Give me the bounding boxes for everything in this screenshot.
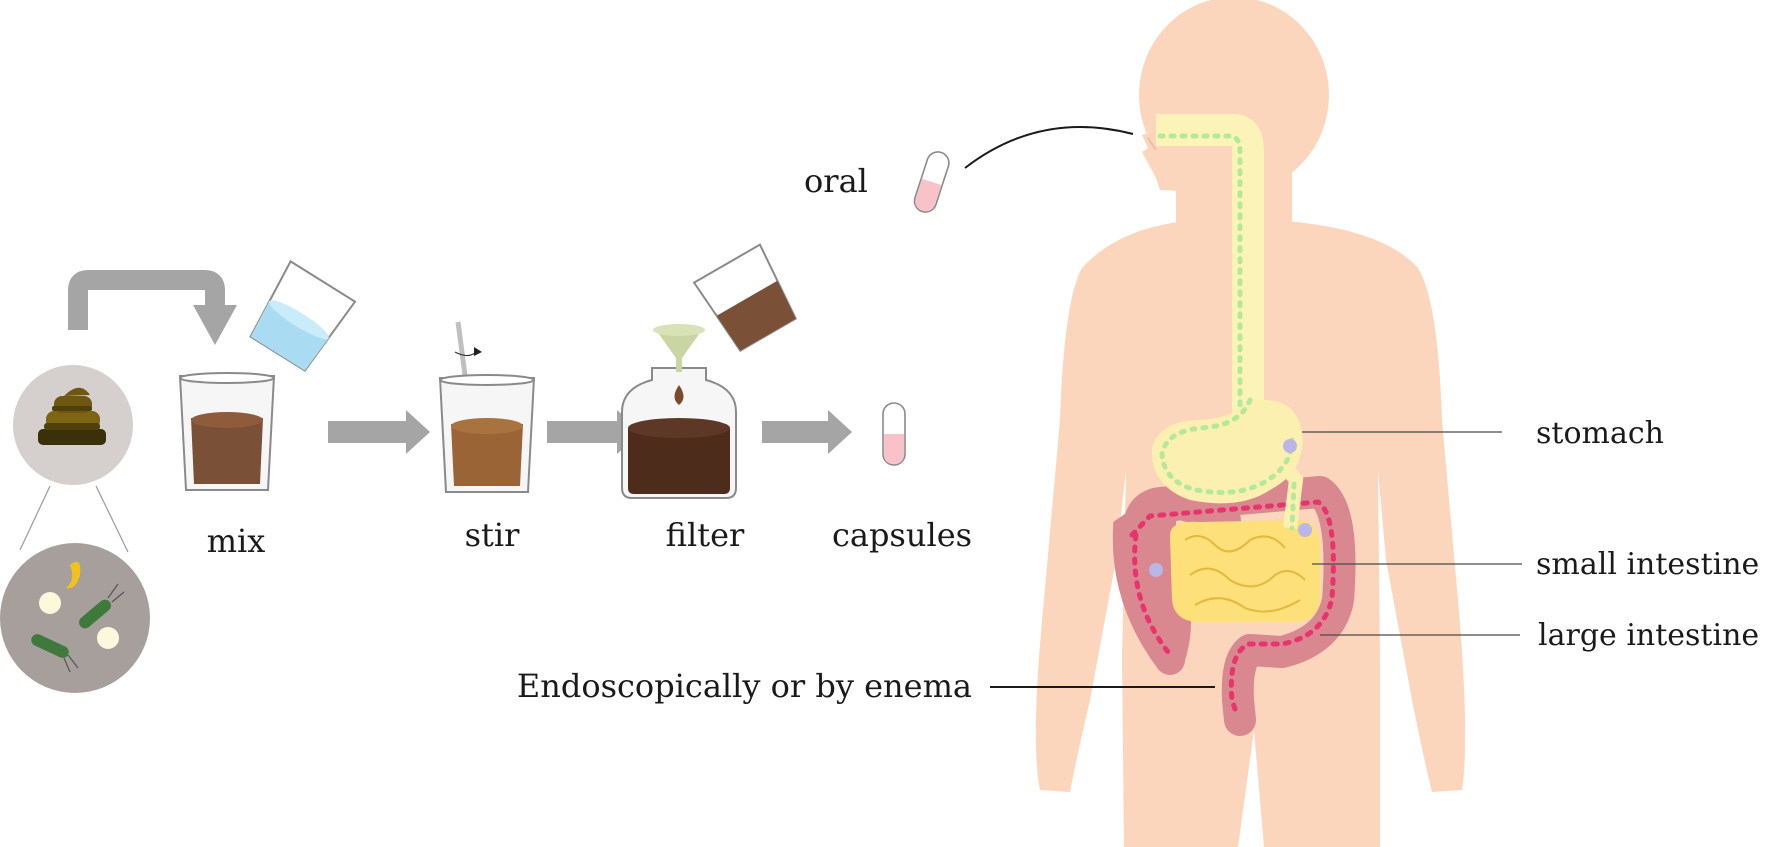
mix-glass-icon [178,372,276,491]
stir-glass-icon [438,321,536,493]
capsule-icon [882,402,906,466]
arrow-right-icon [762,410,852,454]
label-mix: mix [207,522,266,560]
leader-line [964,125,1134,169]
arrow-right-icon [328,410,430,454]
label-stir: stir [465,516,521,554]
label-filter: filter [666,516,745,554]
curved-arrow-icon [68,270,237,345]
microbes-icon [0,543,150,693]
label-small-intestine: small intestine [1536,547,1759,582]
water-glass-icon [249,259,357,372]
label-stomach: stomach [1536,416,1664,451]
label-oral: oral [804,162,868,200]
connector-line [95,485,129,553]
label-large-intestine: large intestine [1538,618,1759,653]
connector-line [19,485,51,551]
label-enema: Endoscopically or by enema [517,667,972,705]
label-capsules: capsules [832,516,972,554]
human-body-icon [1035,0,1466,847]
stool-icon [13,365,133,485]
capsule-icon [913,151,950,213]
filter-bottle-icon [621,243,798,499]
